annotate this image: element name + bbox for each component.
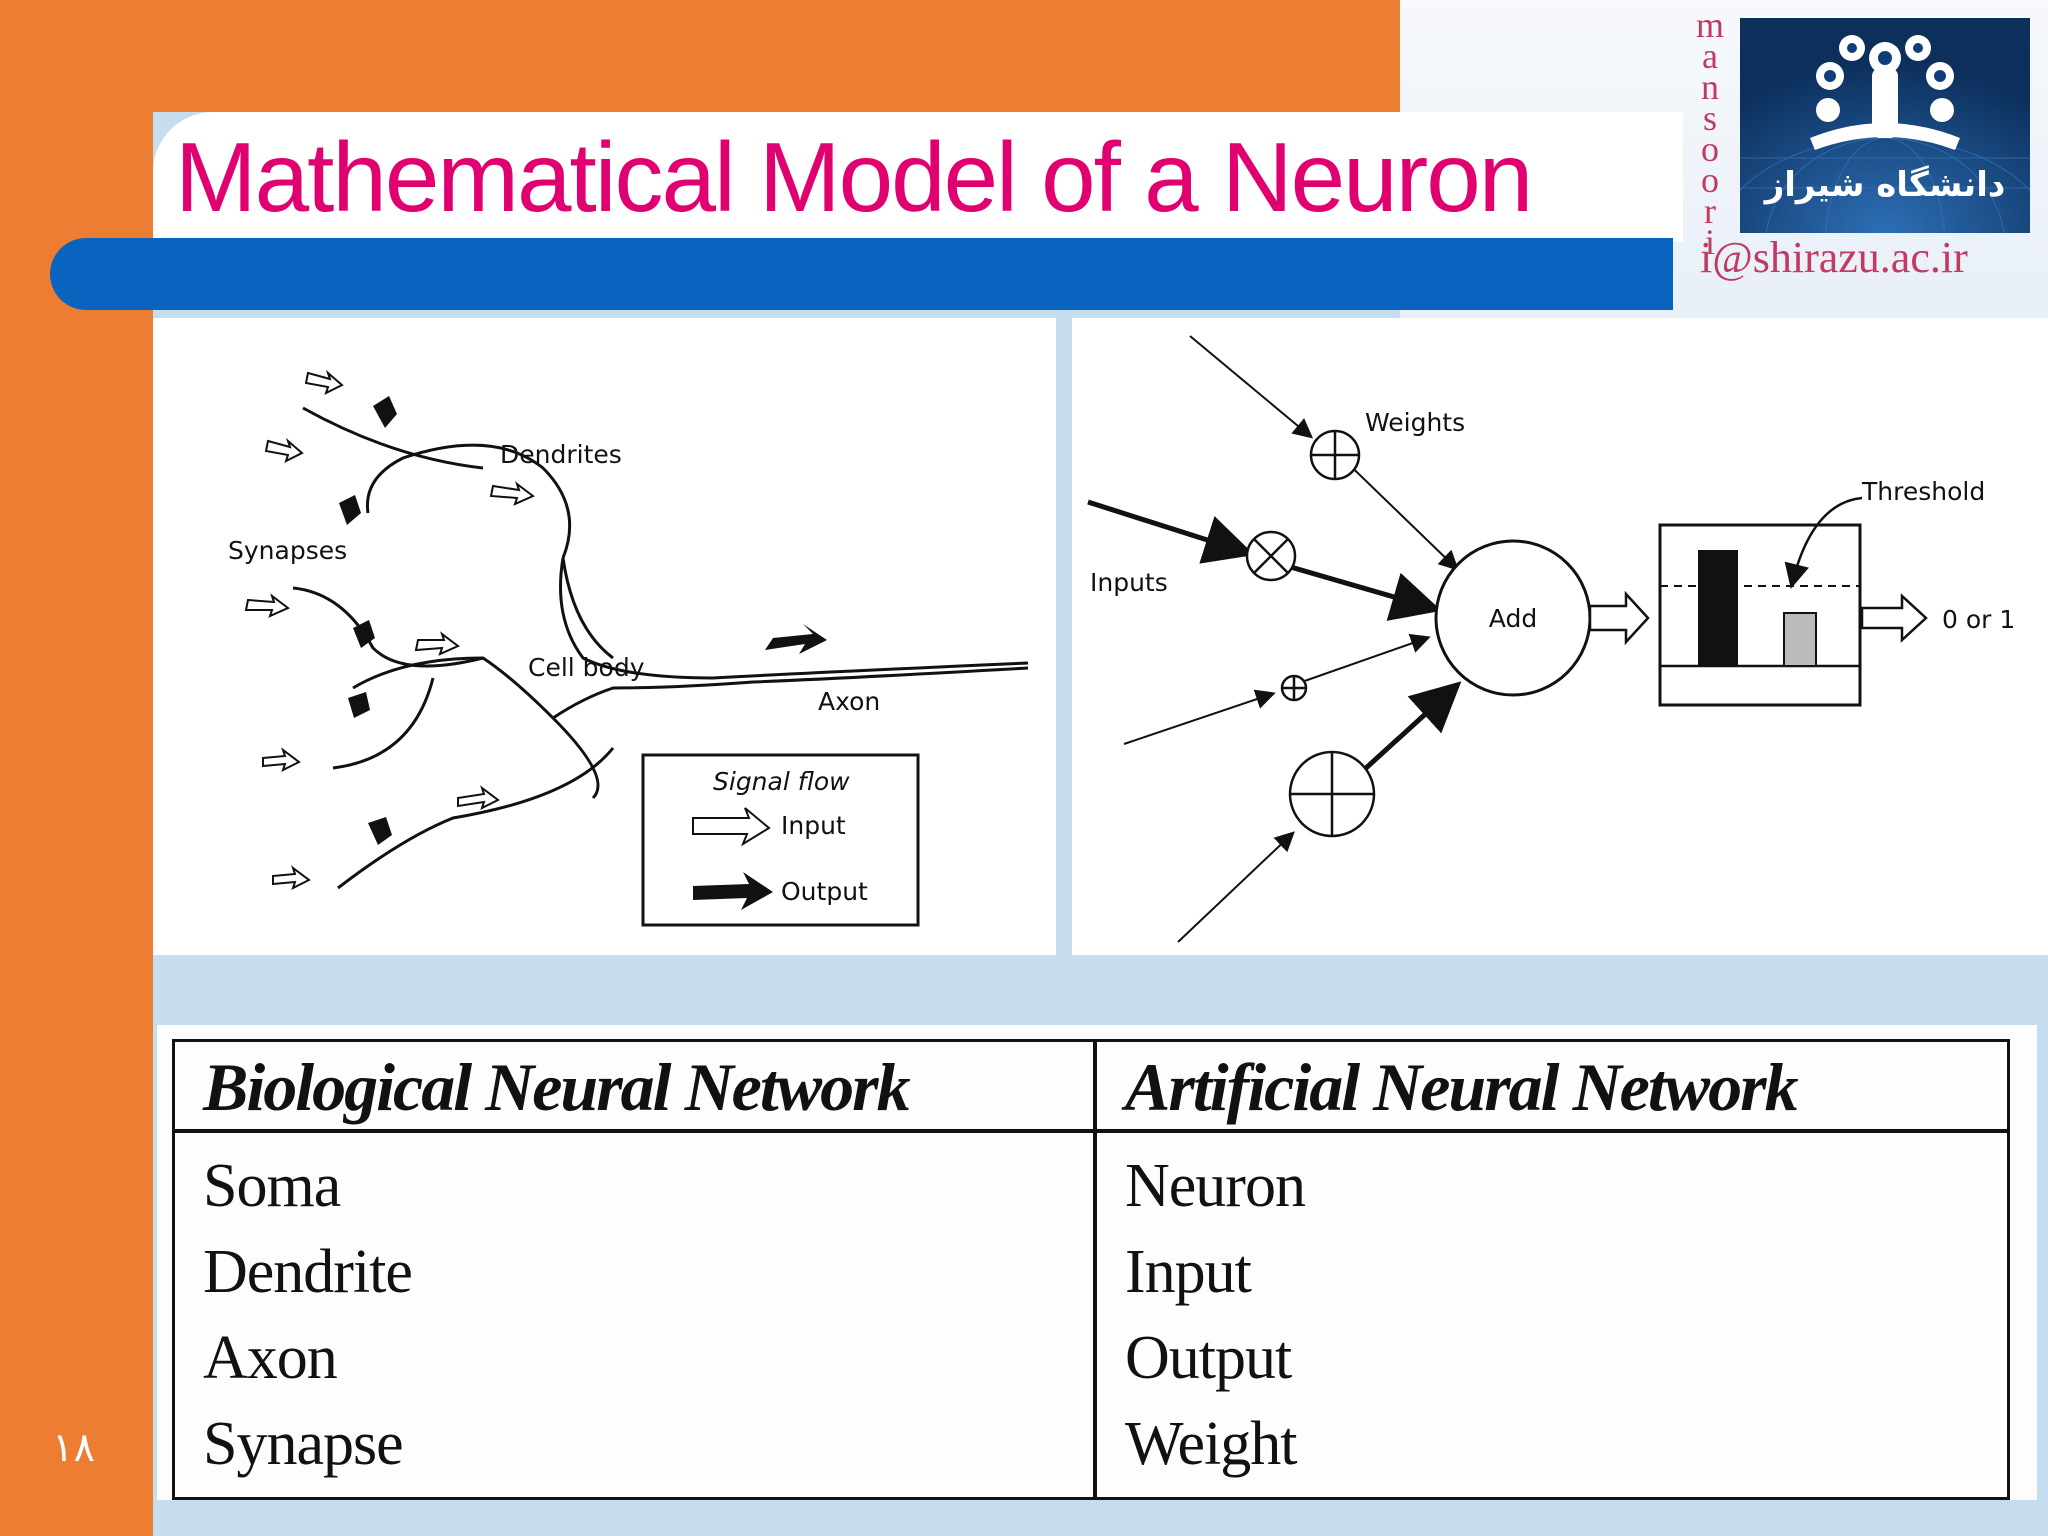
slide-number: ۱۸ [52,1425,95,1471]
label-synapses: Synapses [228,536,347,565]
table-cell: Synapse [173,1401,1097,1499]
label-weights: Weights [1365,408,1465,437]
author-letter: a [1702,36,1718,76]
author-letter: m [1695,5,1724,45]
title-panel [153,112,1683,242]
biological-neuron-svg: Dendrites Synapses Cell body Axon Signal… [228,369,1029,927]
output-arrow-icon [1860,593,1928,643]
threshold-bar-high [1698,550,1738,666]
output-arrow-icon [693,872,773,910]
threshold-bar-low [1783,612,1817,667]
author-letter: s [1702,98,1717,138]
legend-title: Signal flow [713,767,850,796]
university-logo: دانشگاه شیراز [1740,18,2030,233]
table-header-row: Biological Neural Network Artificial Neu… [173,1040,2009,1133]
shiraz-university-logo-graphic: دانشگاه شیراز [1740,18,2030,233]
legend-output-label: Output [781,877,868,906]
header-biological: Biological Neural Network [173,1040,1097,1133]
add-to-threshold-arrow-icon [1588,590,1650,646]
table-cell: Output [1125,1323,1292,1392]
author-letter: r [1704,191,1716,231]
table-cell: Weight [1125,1409,1298,1478]
artificial-neuron-svg: Weights Inputs Add Threshold 0 or 1 [1087,335,2015,943]
author-letter: o [1701,129,1719,169]
label-threshold: Threshold [1861,477,1985,506]
table-cell: Axon [173,1315,1097,1401]
slide-title: Mathematical Model of a Neuron [175,122,1533,232]
table-row: Synapse Weight [173,1401,2009,1499]
table-cell: Neuron [1125,1151,1306,1220]
label-cell-body: Cell body [528,653,645,682]
header-artificial: Artificial Neural Network [1095,1040,2009,1133]
left-orange-band [0,0,153,1536]
table-cell: Soma [173,1131,1097,1229]
biological-neuron-diagram: Dendrites Synapses Cell body Axon Signal… [153,318,1056,955]
threshold-box [1658,523,1862,707]
label-dendrites: Dendrites [500,440,622,469]
logo-text: دانشگاه شیراز [1763,165,2006,205]
label-axon: Axon [818,687,880,716]
table-row: Axon Output [173,1315,2009,1401]
label-inputs: Inputs [1090,568,1168,597]
author-letter: i [1704,222,1715,262]
table-row: Dendrite Input [173,1229,2009,1315]
author-letter: n [1701,67,1719,107]
comparison-table-panel: Biological Neural Network Artificial Neu… [157,1025,2037,1500]
table-cell: Dendrite [173,1229,1097,1315]
artificial-neuron-diagram: Weights Inputs Add Threshold 0 or 1 [1072,318,2048,955]
author-letter: o [1701,160,1719,200]
table-row: Soma Neuron [173,1131,2009,1229]
input-arrow-icon [692,807,771,847]
table-cell: Input [1125,1237,1252,1306]
comparison-table: Biological Neural Network Artificial Neu… [172,1039,2010,1500]
author-name-vertical: m a n s o o r i [1690,5,1730,262]
author-email: i@shirazu.ac.ir [1700,233,1968,282]
label-output-value: 0 or 1 [1942,605,2015,634]
top-orange-band [0,0,1400,112]
title-underline-bar [50,238,1673,310]
signal-flow-legend-box [641,753,920,927]
label-add: Add [1489,604,1537,633]
legend-input-label: Input [781,811,846,840]
